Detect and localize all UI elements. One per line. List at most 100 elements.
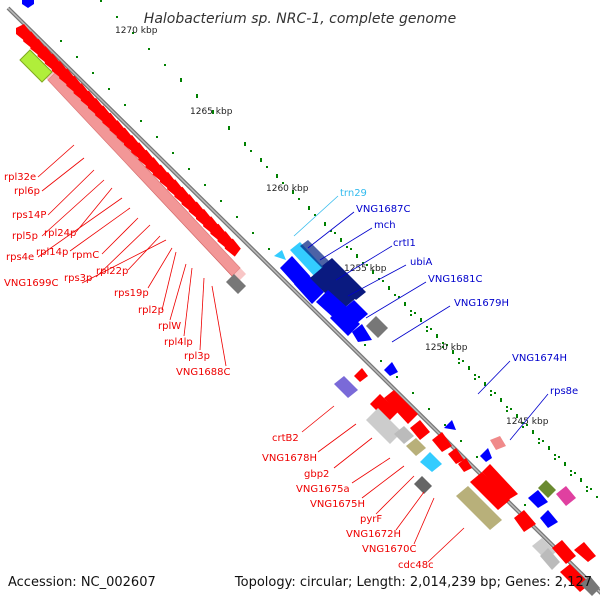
pseudo-region [44, 68, 246, 282]
label-rpmc: rpmC [72, 250, 99, 261]
scale-tick [522, 422, 524, 424]
scale-tick [396, 376, 398, 378]
label-pyrf: pyrF [360, 514, 382, 525]
scale-tick [580, 478, 582, 480]
scale-tick [298, 198, 300, 200]
gene-pyrf[interactable] [414, 476, 432, 494]
label-vng1687c: VNG1687C [356, 204, 411, 215]
label-vng1672h: VNG1672H [346, 529, 401, 540]
scale-tick [116, 16, 118, 18]
reverse-genes-cluster-1[interactable] [274, 240, 492, 462]
scale-tick [282, 182, 284, 184]
scale-tick [308, 206, 310, 208]
scale-tick [334, 232, 336, 234]
scale-tick [430, 328, 432, 330]
scale-tick [212, 110, 214, 112]
scale-tick [292, 192, 294, 194]
scale-tick [324, 222, 326, 224]
scale-tick [314, 214, 316, 216]
bottom-gene-labels: crtB2 VNG1678H gbp2 VNG1675a VNG1675H py… [262, 405, 465, 571]
scale-tick [244, 144, 246, 146]
gene-gbp2[interactable] [366, 408, 402, 444]
scale-tick [442, 342, 444, 344]
scale-tick [108, 88, 110, 90]
gene-crti1[interactable] [310, 266, 356, 310]
scale-tick [500, 400, 502, 402]
scale-tick [538, 442, 540, 444]
label-rpl24p: rpl24p [44, 228, 76, 239]
gene-vng1675a[interactable] [406, 438, 426, 456]
scale-tick [92, 72, 94, 74]
label-rpl3p: rpl3p [184, 351, 210, 362]
map-title: Halobacterium sp. NRC-1, complete genome [144, 11, 456, 27]
scale-label-1255: 1255 kbp [344, 264, 387, 274]
scale-tick [570, 474, 572, 476]
scale-tick [524, 504, 526, 506]
gene-trn29[interactable] [274, 250, 286, 260]
gene-trn-band[interactable] [290, 242, 326, 278]
scale-tick [76, 56, 78, 58]
gene-blue-corner[interactable] [22, 0, 34, 8]
scale-tick [324, 224, 326, 226]
gene-green-top[interactable] [19, 49, 53, 83]
scale-tick [490, 390, 492, 392]
scale-tick [140, 120, 142, 122]
scale-tick [410, 310, 412, 312]
gene-vng1681c[interactable] [330, 306, 360, 336]
gene-vng1674h[interactable] [384, 362, 398, 376]
gene-crtb2[interactable] [334, 376, 358, 398]
gene-rps8e[interactable] [444, 420, 456, 430]
gene-vng1678h[interactable] [384, 390, 418, 424]
label-vng1679h: VNG1679H [454, 298, 509, 309]
gene-vng1670c[interactable] [456, 486, 502, 530]
scale-tick [124, 104, 126, 106]
label-rps14p: rps14P [12, 210, 46, 221]
scale-tick [436, 334, 438, 336]
scale-tick [260, 158, 262, 160]
scale-tick [420, 320, 422, 322]
gene-vng1675h[interactable] [420, 452, 442, 472]
scale-tick [380, 360, 382, 362]
scale-tick [478, 376, 480, 378]
scale-tick [516, 414, 518, 416]
scale-tick [364, 344, 366, 346]
gene-cdc48c[interactable] [528, 490, 548, 508]
scale-tick [542, 440, 544, 442]
scale-tick [564, 464, 566, 466]
scale-label-1245: 1245 kbp [506, 417, 549, 427]
scale-tick [382, 280, 384, 282]
scale-tick [526, 424, 528, 426]
label-rps3p: rps3p [64, 273, 92, 284]
scale-tick [596, 496, 598, 498]
forward-genes-cluster-2[interactable] [334, 368, 600, 596]
scale-tick [452, 352, 454, 354]
label-rps4e: rps4e [6, 252, 34, 263]
gene-vng1679h[interactable] [352, 324, 372, 342]
scale-tick [268, 248, 270, 250]
scale-tick [532, 430, 534, 432]
scale-label-1260: 1260 kbp [266, 184, 309, 194]
scale-tick [196, 94, 198, 96]
scale-tick [428, 408, 430, 410]
scale-tick [580, 480, 582, 482]
scale-tick [164, 64, 166, 66]
gene-gray-1[interactable] [226, 274, 246, 294]
scale-tick [350, 248, 352, 250]
scale-tick [494, 392, 496, 394]
scale-tick [148, 48, 150, 50]
scale-tick [426, 326, 428, 328]
scale-tick [412, 392, 414, 394]
gene-vng1672h[interactable] [470, 472, 510, 510]
left-gene-labels: rpl32e rpl6p rps14P rpl5p rpl24p rps4e r… [4, 144, 231, 378]
scale-tick [372, 272, 374, 274]
forward-genes-cluster-1[interactable] [16, 24, 241, 257]
scale-tick [398, 296, 400, 298]
scale-tick [490, 394, 492, 396]
forward-gene-arrow[interactable] [224, 238, 241, 257]
right-gene-labels: trn29 VNG1687C mch crtI1 ubiA VNG1681C V… [293, 188, 578, 441]
scale-tick [220, 200, 222, 202]
scale-tick [356, 254, 358, 256]
gene-mch[interactable] [294, 272, 324, 304]
scale-tick [340, 238, 342, 240]
